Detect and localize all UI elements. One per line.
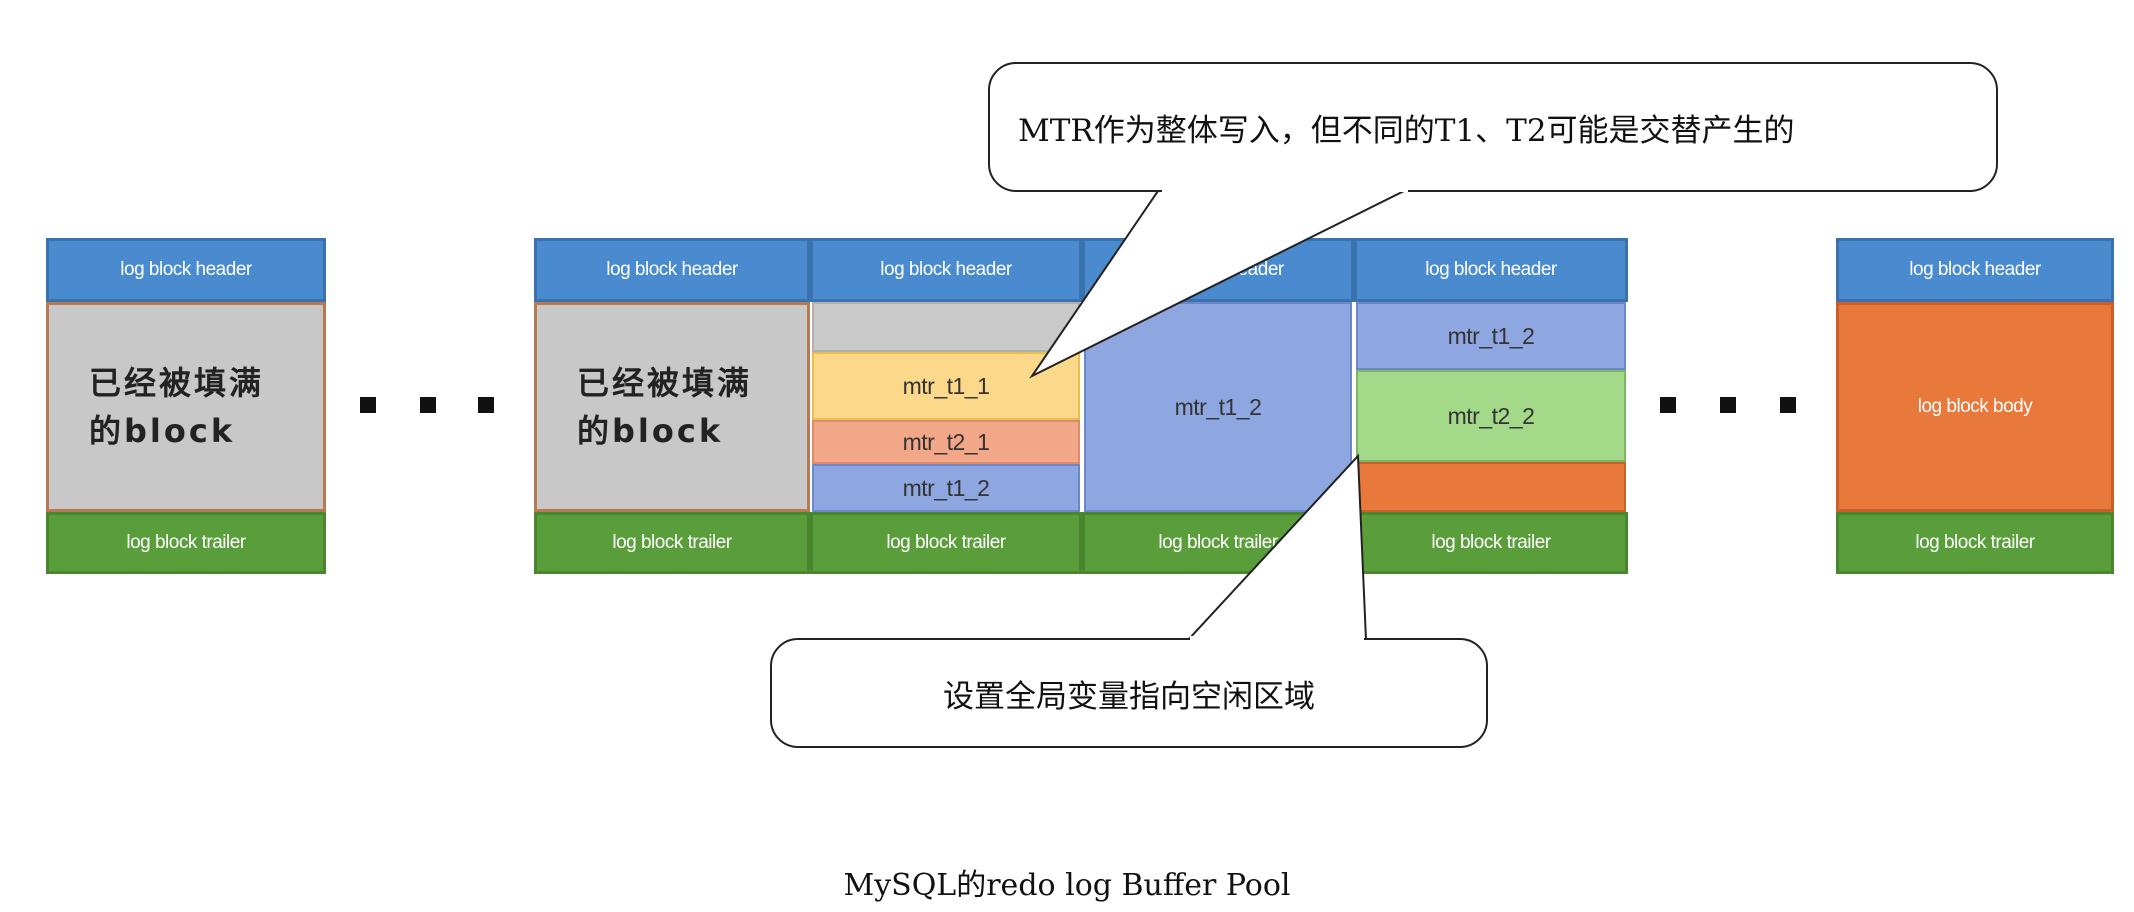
top-callout-text: MTR作为整体写入，但不同的T1、T2可能是交替产生的 bbox=[1018, 112, 1795, 149]
block3-used-area bbox=[812, 302, 1080, 352]
ellipsis-dot bbox=[1720, 397, 1736, 413]
ellipsis-dot bbox=[478, 397, 494, 413]
block6-header: log block header bbox=[1836, 238, 2114, 302]
diagram-caption: MySQL的redo log Buffer Pool bbox=[843, 868, 1291, 903]
block5-trailer: log block trailer bbox=[1354, 512, 1628, 574]
block4-trailer: log block trailer bbox=[1082, 512, 1354, 574]
mtr-t1-2-segment: mtr_t1_2 bbox=[1356, 302, 1626, 370]
full-block-label-line1: 已经被填满 bbox=[577, 364, 753, 402]
mtr-t1-2-segment: mtr_t1_2 bbox=[812, 464, 1080, 512]
bottom-callout-text: 设置全局变量指向空闲区域 bbox=[943, 678, 1315, 715]
block6-trailer: log block trailer bbox=[1836, 512, 2114, 574]
block4-header: log block header bbox=[1082, 238, 1354, 302]
block2-trailer: log block trailer bbox=[534, 512, 810, 574]
block2-full-body: 已经被填满 的block bbox=[534, 302, 810, 512]
ellipsis-dot bbox=[1780, 397, 1796, 413]
block1-trailer: log block trailer bbox=[46, 512, 326, 574]
bottom-callout-tail-join bbox=[1190, 636, 1364, 642]
ellipsis-dot bbox=[1660, 397, 1676, 413]
ellipsis-dot bbox=[420, 397, 436, 413]
block1-header: log block header bbox=[46, 238, 326, 302]
mtr-t1-1-segment: mtr_t1_1 bbox=[812, 352, 1080, 420]
top-callout: MTR作为整体写入，但不同的T1、T2可能是交替产生的 bbox=[988, 62, 1998, 192]
mtr-t2-2-segment: mtr_t2_2 bbox=[1356, 370, 1626, 462]
ellipsis-dot bbox=[360, 397, 376, 413]
full-block-label-line2: 的block bbox=[89, 412, 236, 450]
block5-header: log block header bbox=[1354, 238, 1628, 302]
full-block-label-line1: 已经被填满 bbox=[89, 364, 265, 402]
block3-trailer: log block trailer bbox=[810, 512, 1082, 574]
free-area bbox=[1356, 462, 1626, 512]
block3-header: log block header bbox=[810, 238, 1082, 302]
bottom-callout: 设置全局变量指向空闲区域 bbox=[770, 638, 1488, 748]
block1-full-body: 已经被填满 的block bbox=[46, 302, 326, 512]
mtr-t2-1-segment: mtr_t2_1 bbox=[812, 420, 1080, 464]
mtr-t1-2-segment: mtr_t1_2 bbox=[1084, 302, 1352, 512]
block2-header: log block header bbox=[534, 238, 810, 302]
block6-body: log block body bbox=[1836, 302, 2114, 512]
full-block-label-line2: 的block bbox=[577, 412, 724, 450]
top-callout-tail-join bbox=[1162, 186, 1408, 192]
